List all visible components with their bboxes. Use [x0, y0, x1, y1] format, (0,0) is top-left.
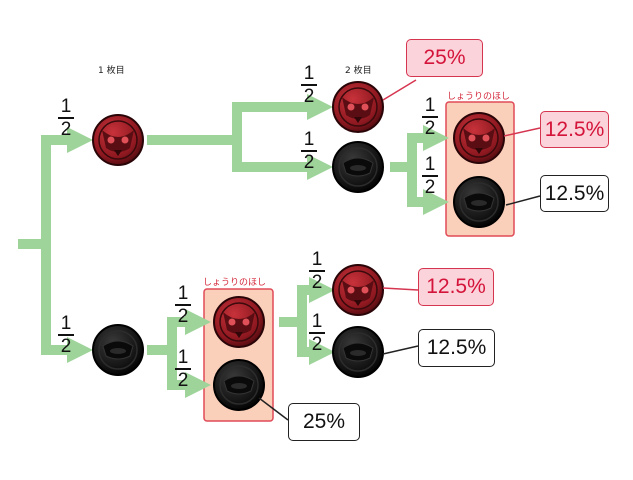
fraction-denominator: 2	[60, 118, 72, 140]
fraction-denominator: 2	[424, 176, 436, 198]
fraction-bar	[422, 175, 438, 177]
fraction-numerator: 1	[424, 95, 436, 116]
callout-right-red: 12.5%	[540, 111, 609, 148]
coin-black-second-lower	[213, 359, 265, 411]
fraction-bar	[175, 368, 191, 370]
fraction-denominator: 2	[311, 271, 323, 293]
first-draw-label: 1 枚目	[98, 66, 125, 76]
win-star-label-top: しょうりのほし	[447, 92, 511, 102]
fraction-bar	[422, 116, 438, 118]
coin-red-first	[92, 114, 144, 166]
callout-mid-red: 12.5%	[418, 268, 494, 306]
callout-bottom-black: 25%	[288, 403, 360, 441]
coin-red-third-lower	[332, 264, 384, 316]
coin-black-second-upper	[332, 141, 384, 193]
fraction-bar	[301, 150, 317, 152]
fraction-bar	[58, 334, 74, 336]
callout-right-black: 12.5%	[540, 175, 609, 212]
fraction-denominator: 2	[424, 117, 436, 139]
fraction-numerator: 1	[177, 283, 189, 304]
fraction-bar	[301, 84, 317, 86]
fraction-bar	[309, 332, 325, 334]
fraction-numerator: 1	[303, 129, 315, 150]
fraction-denominator: 2	[311, 333, 323, 355]
coin-black-first	[92, 324, 144, 376]
second-draw-label: 2 枚目	[345, 66, 372, 76]
coin-red-second-lower	[213, 296, 265, 348]
callout-pointers	[258, 79, 541, 421]
fraction-bar	[309, 270, 325, 272]
win-star-label-bottom: しょうりのほし	[203, 278, 267, 288]
fraction-denominator: 2	[177, 305, 189, 327]
branch-lines	[18, 94, 449, 398]
fraction-bar	[58, 117, 74, 119]
fraction-numerator: 1	[60, 96, 72, 117]
fraction-numerator: 1	[60, 313, 72, 334]
fraction-denominator: 2	[303, 151, 315, 173]
fraction-numerator: 1	[303, 63, 315, 84]
coin-red-third-upper	[453, 112, 505, 164]
callout-top-red: 25%	[406, 39, 483, 77]
fraction-bar	[175, 304, 191, 306]
callout-mid-black: 12.5%	[418, 329, 495, 367]
fraction-denominator: 2	[177, 369, 189, 391]
fraction-denominator: 2	[60, 335, 72, 357]
fraction-numerator: 1	[311, 311, 323, 332]
coin-red-second-upper	[332, 81, 384, 133]
fraction-numerator: 1	[177, 347, 189, 368]
fraction-denominator: 2	[303, 85, 315, 107]
fraction-numerator: 1	[424, 154, 436, 175]
fraction-numerator: 1	[311, 249, 323, 270]
coin-black-third-upper	[453, 176, 505, 228]
coin-black-third-lower	[332, 326, 384, 378]
